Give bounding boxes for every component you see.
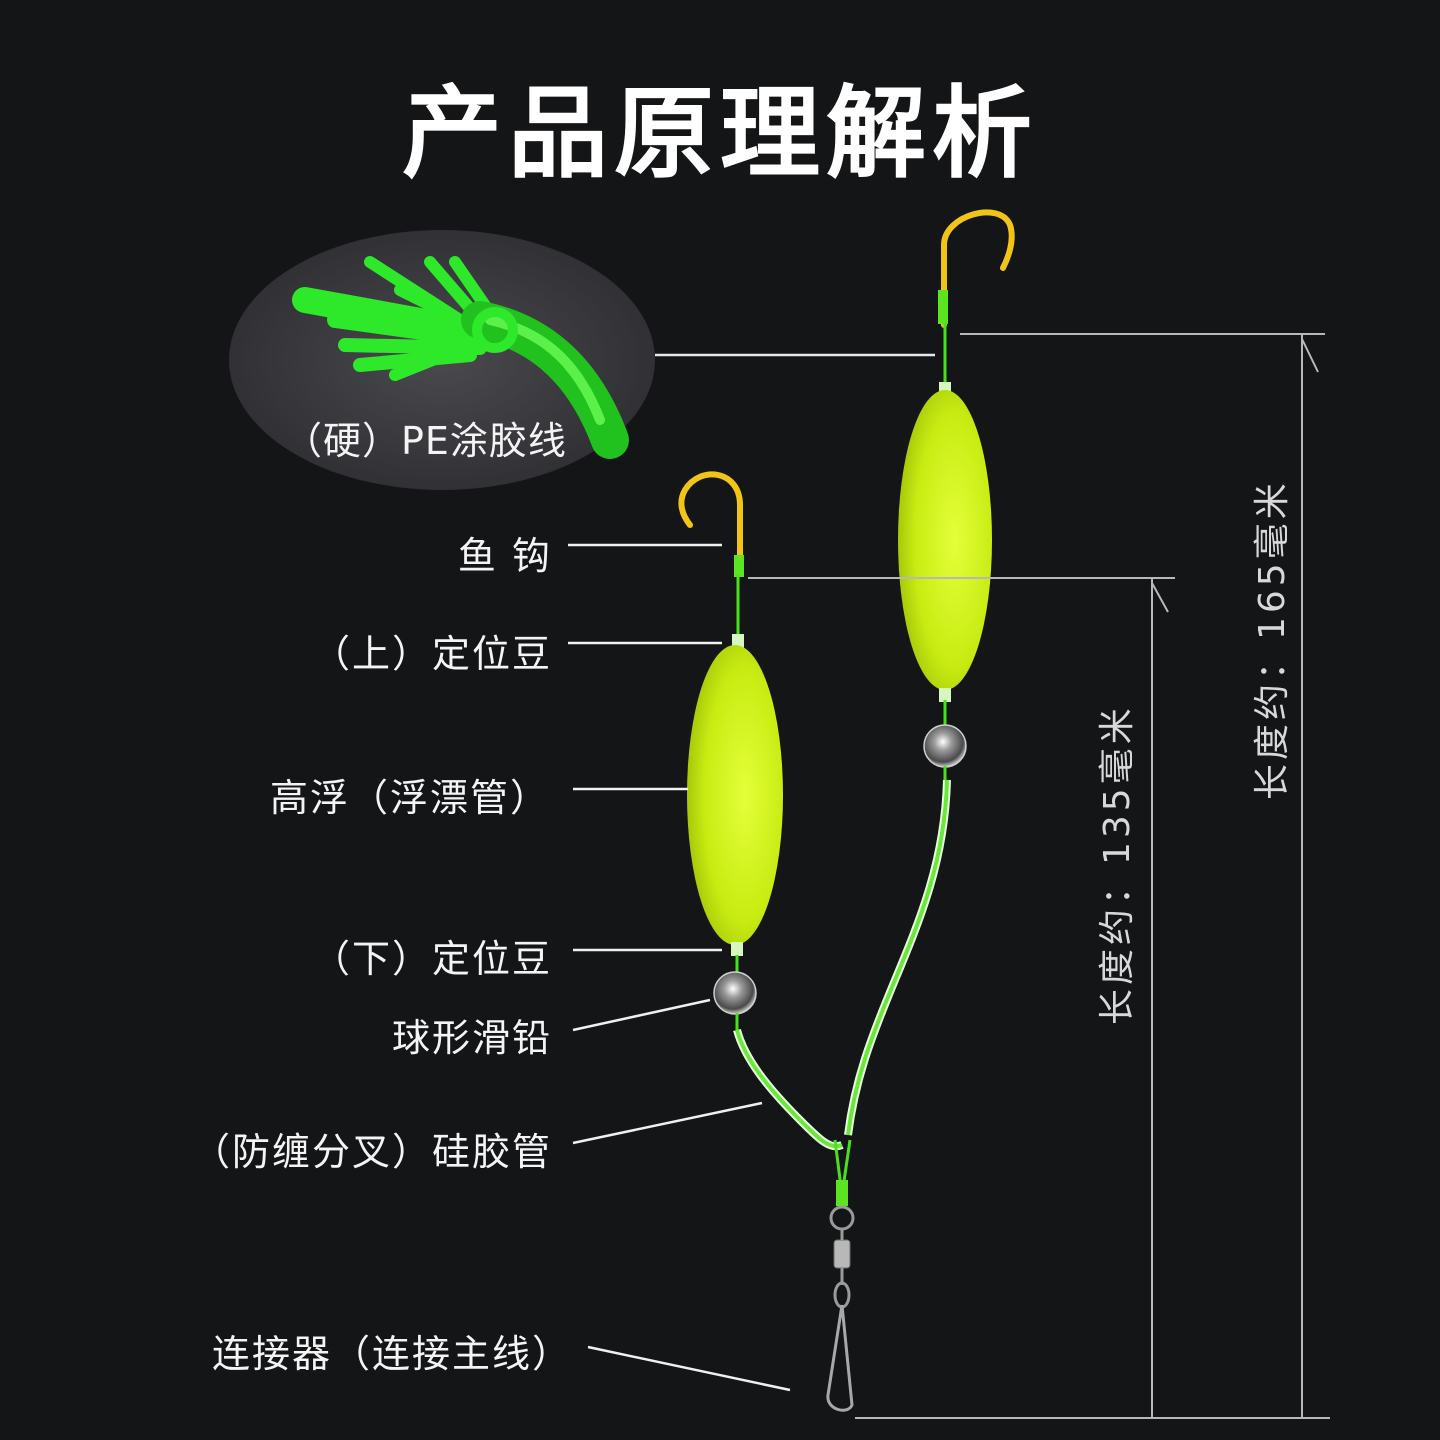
label-float: 高浮（浮漂管） <box>269 776 550 820</box>
right-sinker-icon <box>923 724 967 768</box>
left-float-icon <box>687 645 783 945</box>
label-upper-bead: （上）定位豆 <box>311 632 552 676</box>
dimension-lines <box>748 333 1330 1419</box>
right-float-icon <box>898 390 992 690</box>
left-hook-icon <box>678 471 743 568</box>
label-lower-bead: （下）定位豆 <box>311 937 552 981</box>
left-rig <box>678 471 844 1151</box>
dimension-165mm: 长度约：165毫米 <box>1252 479 1293 800</box>
leader-lines <box>568 543 791 1392</box>
label-hook: 鱼 钩 <box>457 534 552 578</box>
label-tube: （防缠分叉）硅胶管 <box>191 1130 552 1174</box>
snap-connector-icon <box>826 1304 854 1412</box>
left-sinker-icon <box>713 971 757 1015</box>
pe-line-inset <box>229 230 655 490</box>
connector-assembly <box>826 1139 855 1412</box>
right-rig <box>844 209 1015 1136</box>
pe-line-label: （硬）PE涂胶线 <box>284 419 567 463</box>
right-hook-icon <box>941 209 1015 328</box>
dimension-135mm: 长度约：135毫米 <box>1097 704 1138 1025</box>
page-title: 产品原理解析 <box>402 75 1038 192</box>
label-sinker: 球形滑铅 <box>391 1016 552 1060</box>
braided-line-icon <box>292 256 629 459</box>
label-connector: 连接器（连接主线） <box>211 1332 572 1376</box>
